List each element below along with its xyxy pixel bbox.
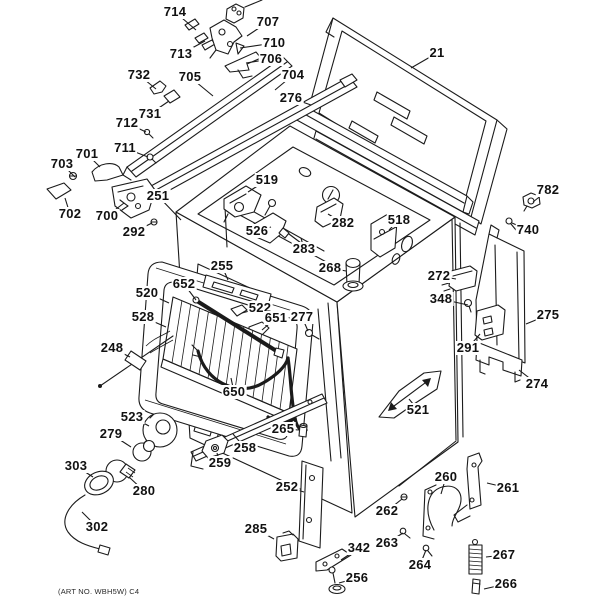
leader-line-712	[126, 122, 147, 133]
leader-line-711	[124, 147, 149, 158]
leader-line-520	[146, 292, 170, 304]
part-right-panel-group	[441, 192, 541, 383]
part-hinge-group	[399, 452, 483, 595]
leader-line-260	[440, 476, 447, 495]
leader-line-251	[157, 195, 182, 221]
leader-line-266	[483, 583, 507, 590]
part-base-group	[275, 460, 352, 595]
leader-line-274	[518, 369, 538, 385]
leader-line-526	[256, 226, 272, 232]
leader-line-259	[216, 452, 221, 464]
leader-line-275	[525, 314, 549, 325]
leader-line-263	[386, 532, 404, 544]
leader-line-255	[221, 265, 229, 281]
leader-line-262	[386, 498, 403, 512]
leader-line-707	[246, 21, 269, 37]
leader-line-282	[327, 213, 344, 224]
part-probe	[98, 330, 174, 388]
leader-line-272	[438, 275, 457, 280]
part-bottom-rail	[190, 393, 328, 470]
leader-line-701	[86, 153, 101, 168]
leader-line-700	[106, 202, 125, 217]
part-arrow-brace	[378, 370, 442, 419]
leader-line-518	[388, 219, 400, 231]
leader-line-731	[149, 100, 170, 115]
leader-line-714	[174, 11, 197, 31]
leader-line-652	[183, 283, 197, 301]
leader-line-283	[300, 237, 305, 250]
leader-line-264	[419, 549, 427, 566]
leader-line-279	[110, 433, 132, 448]
leader-line-248	[111, 347, 131, 358]
art-number-note: (ART NO. WBH5W) C4	[58, 587, 140, 596]
leader-line-21	[410, 52, 438, 69]
leader-line-740	[511, 222, 529, 231]
part-top-latch-hardware	[143, 0, 263, 164]
leader-line-782	[532, 189, 549, 203]
leader-line-705	[189, 76, 214, 97]
leader-line-732	[138, 74, 157, 90]
part-vent-trim	[202, 274, 320, 340]
leader-line-710	[239, 42, 275, 49]
leader-line-256	[338, 577, 358, 584]
leader-line-522	[241, 307, 261, 314]
leader-line-258	[232, 433, 246, 449]
leader-line-280	[128, 476, 145, 492]
part-door-latch-group	[46, 163, 195, 230]
leader-line-528	[142, 316, 167, 328]
leader-line-650	[230, 377, 235, 393]
leader-line-702	[64, 197, 71, 215]
leader-line-519	[247, 179, 268, 193]
part-lamp-group	[64, 412, 178, 556]
leader-line-706	[245, 58, 272, 64]
leader-line-267	[485, 554, 505, 558]
part-back-panel	[306, 17, 508, 225]
leader-line-292	[133, 222, 153, 233]
leader-line-342	[340, 547, 360, 561]
leader-line-651	[261, 317, 277, 331]
leader-line-252	[286, 486, 305, 493]
leader-line-303	[75, 465, 94, 478]
leader-line-302	[81, 511, 98, 528]
leader-line-348	[440, 298, 469, 306]
leader-line-713	[180, 40, 206, 55]
leader-line-291	[467, 333, 481, 349]
part-top-rails	[122, 56, 358, 201]
leader-line-268	[329, 267, 347, 272]
leader-line-703	[61, 163, 76, 178]
leader-line-276	[290, 97, 312, 106]
leader-line-523	[131, 416, 150, 427]
leader-line-261	[486, 482, 509, 489]
leader-line-277	[301, 316, 309, 332]
leader-line-521	[408, 398, 419, 411]
leader-line-265	[282, 428, 300, 431]
leader-line-704	[274, 74, 294, 91]
leader-line-285	[255, 528, 275, 540]
